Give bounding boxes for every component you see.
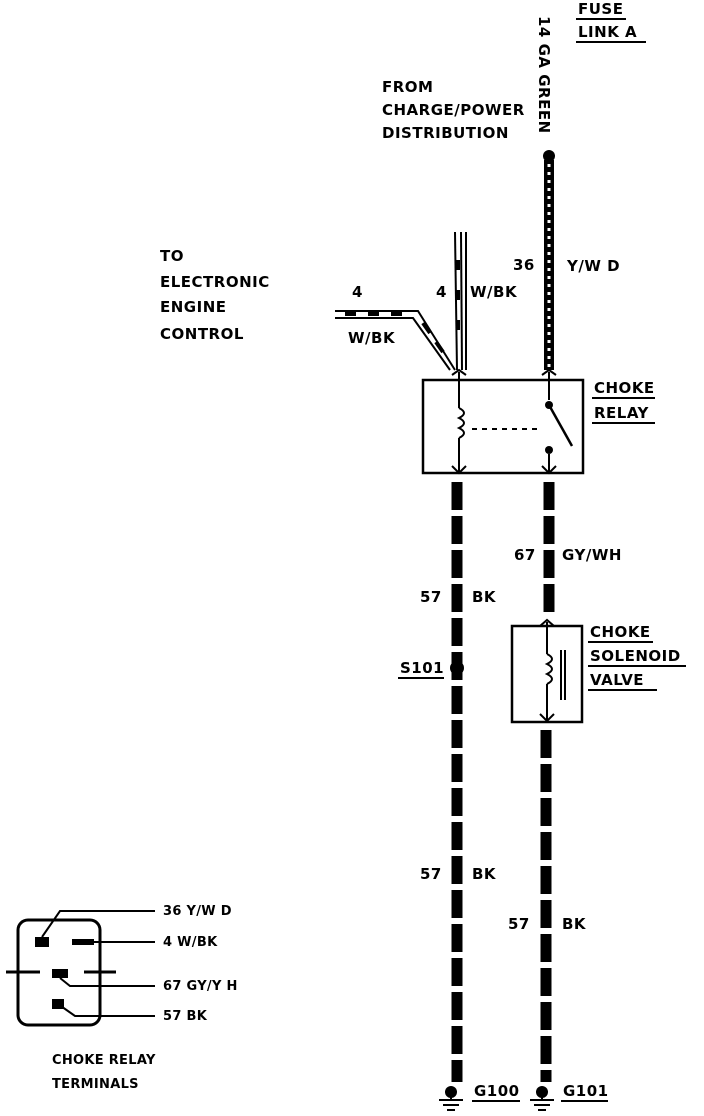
terminal-label-1: 36 Y/W D (163, 904, 232, 919)
solenoid-coil (539, 618, 566, 723)
to-eec-label-line1: TO (160, 247, 184, 265)
ground-g101-symbol (530, 1086, 554, 1111)
relay-coil (451, 368, 467, 475)
relay-switch (541, 368, 574, 475)
circuit-4-left-color: W/BK (348, 329, 396, 347)
ground-g100-symbol (439, 1086, 463, 1111)
choke-relay-box (421, 378, 585, 475)
terminals-caption-line2: TERMINALS (52, 1077, 139, 1092)
terminal-label-3: 67 GY/Y H (163, 979, 238, 994)
terminal-pin-2 (72, 939, 94, 945)
terminal-pin-1 (35, 937, 49, 947)
solenoid-label-line2: SOLENOID (590, 647, 681, 665)
relay-terminal-connector (6, 910, 155, 1027)
circuit-57a-color: BK (472, 588, 497, 606)
from-label-line1: FROM (382, 78, 433, 96)
splice-s101-dot (450, 661, 464, 675)
choke-relay-label-line2: RELAY (594, 404, 650, 422)
wire-4-eec-branch (335, 310, 456, 371)
ground-g100-label: G100 (474, 1082, 520, 1100)
solenoid-label-line1: CHOKE (590, 623, 651, 641)
to-eec-label-line3: ENGINE (160, 298, 227, 316)
circuit-4-number: 4 (436, 283, 447, 301)
circuit-57a-number: 57 (420, 588, 442, 606)
terminal-label-4: 57 BK (163, 1009, 208, 1024)
ground-g101-label: G101 (563, 1082, 609, 1100)
terminal-pin-3 (52, 969, 68, 978)
solenoid-label-line3: VALVE (590, 671, 644, 689)
circuit-57c-number: 57 (508, 915, 530, 933)
circuit-36-number: 36 (513, 256, 535, 274)
circuit-67-number: 67 (514, 546, 536, 564)
circuit-67-color: GY/WH (562, 546, 622, 564)
feed-wire-label: 14 GA GREEN (535, 16, 553, 134)
circuit-36-color: Y/W D (566, 257, 620, 275)
terminal-label-2: 4 W/BK (163, 935, 218, 950)
circuit-57c-color: BK (562, 915, 587, 933)
choke-relay-label-line1: CHOKE (594, 379, 655, 397)
wire-4-bundle (454, 231, 467, 371)
feed-connector-dot (543, 150, 555, 162)
terminals-caption-line1: CHOKE RELAY (52, 1053, 156, 1068)
circuit-4-color: W/BK (470, 283, 518, 301)
fuse-link-label-line2: LINK A (578, 23, 637, 41)
circuit-4-left-number: 4 (352, 283, 363, 301)
splice-label: S101 (400, 659, 444, 677)
to-eec-label-line4: CONTROL (160, 325, 244, 343)
from-label-line2: CHARGE/POWER (382, 101, 525, 119)
from-label-line3: DISTRIBUTION (382, 124, 509, 142)
circuit-57b-number: 57 (420, 865, 442, 883)
to-eec-label-line2: ELECTRONIC (160, 273, 270, 291)
circuit-57b-color: BK (472, 865, 497, 883)
fuse-link-label-line1: FUSE (578, 0, 623, 18)
